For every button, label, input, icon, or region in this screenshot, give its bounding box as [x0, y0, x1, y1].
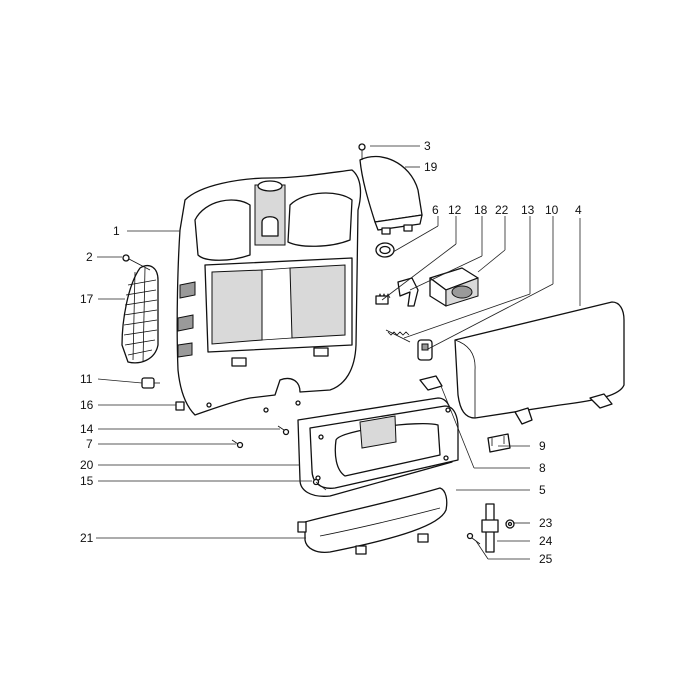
callout-15: 15 [80, 474, 94, 488]
bracket-part-9 [487, 433, 511, 453]
callout-22: 22 [495, 203, 509, 217]
glovebox-door-part-4 [454, 301, 625, 425]
callout-4: 4 [575, 203, 582, 217]
callout-20: 20 [80, 458, 94, 472]
callout-25: 25 [539, 552, 553, 566]
callout-1: 1 [113, 224, 120, 238]
frame-part-5 [309, 405, 459, 489]
clip-part-16 [175, 401, 185, 411]
trim-part-21 [297, 487, 448, 555]
callout-11: 11 [80, 372, 93, 386]
callout-5: 5 [539, 483, 546, 497]
callout-17: 17 [80, 292, 94, 306]
callout-3: 3 [424, 139, 431, 153]
screw-part-15 [312, 478, 327, 491]
callout-24: 24 [539, 534, 553, 548]
vent-grille-part-17 [121, 265, 159, 364]
callout-12: 12 [448, 203, 462, 217]
cover-part-19 [359, 155, 423, 235]
screw-part-7 [231, 439, 244, 449]
latch-part-18 [397, 277, 419, 307]
callout-9: 9 [539, 439, 546, 453]
callout-18: 18 [474, 203, 488, 217]
clip-part-8 [419, 375, 443, 391]
screw-part-25 [466, 532, 481, 545]
callout-16: 16 [80, 398, 94, 412]
screw-part-3 [358, 143, 366, 160]
spring-part-13 [385, 329, 411, 343]
callout-13: 13 [521, 203, 535, 217]
hinge-bracket-part-24 [481, 503, 499, 553]
nut-part-23 [505, 519, 515, 529]
screw-part-2 [122, 254, 151, 271]
screw-part-14 [277, 425, 290, 436]
callout-19: 19 [424, 160, 438, 174]
plug-part-11 [141, 377, 160, 389]
callout-7: 7 [86, 437, 93, 451]
callout-6: 6 [432, 203, 439, 217]
callout-14: 14 [80, 422, 94, 436]
callout-23: 23 [539, 516, 553, 530]
callout-10: 10 [545, 203, 559, 217]
callout-8: 8 [539, 461, 546, 475]
ring-part-6 [375, 242, 395, 258]
leader-lines [96, 145, 581, 560]
box-part-22 [429, 267, 479, 307]
callout-21: 21 [80, 531, 94, 545]
lock-part-10 [417, 339, 433, 361]
callout-labels: 1 2 3 4 5 6 7 8 9 10 11 12 13 14 15 16 1… [80, 139, 582, 566]
callout-2: 2 [86, 250, 93, 264]
front-panel-part-1 [176, 169, 362, 416]
